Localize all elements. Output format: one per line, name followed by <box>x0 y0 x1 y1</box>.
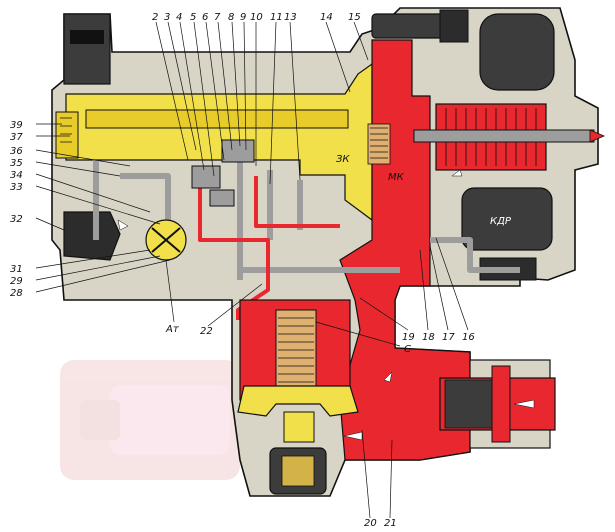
label-33: 33 <box>10 182 23 193</box>
leader-lines <box>35 21 469 519</box>
label-13: 13 <box>284 12 297 23</box>
tag-kdr: КДР <box>490 216 512 227</box>
label-39: 39 <box>10 120 23 131</box>
right-spring-assembly <box>413 103 606 171</box>
label-7: 7 <box>214 12 221 23</box>
lower-regulator <box>237 299 359 495</box>
yellow-stem <box>85 109 349 129</box>
label-5: 5 <box>190 12 196 23</box>
kdr-block <box>461 187 553 251</box>
label-17: 17 <box>442 332 455 343</box>
right-inlet-fitting <box>439 359 556 449</box>
label-31: 31 <box>10 264 23 275</box>
tag-mk: МК <box>388 172 405 183</box>
label-28: 28 <box>10 288 23 299</box>
label-3: 3 <box>164 12 170 23</box>
label-6: 6 <box>202 12 208 23</box>
label-15: 15 <box>348 12 361 23</box>
label-16: 16 <box>462 332 475 343</box>
yellow-left-cap <box>55 111 79 159</box>
label-10: 10 <box>250 12 263 23</box>
component-block-a <box>191 165 221 189</box>
label-34: 34 <box>10 170 23 181</box>
label-19: 19 <box>402 332 415 343</box>
label-at: Ат <box>165 324 180 335</box>
label-18: 18 <box>422 332 435 343</box>
internal-tags: ЗК МК КДР <box>336 154 512 227</box>
label-c: С <box>404 344 411 355</box>
label-8: 8 <box>228 12 234 23</box>
label-37: 37 <box>10 132 23 143</box>
left-labels: 39 37 36 35 34 33 32 31 29 28 <box>10 120 23 299</box>
label-21: 21 <box>384 518 397 529</box>
top-left-plug <box>63 13 111 85</box>
label-22: 22 <box>200 326 213 337</box>
label-29: 29 <box>10 276 23 287</box>
label-2: 2 <box>152 12 158 23</box>
label-4: 4 <box>176 12 182 23</box>
flow-arrows <box>117 169 535 441</box>
tag-zk: ЗК <box>336 154 350 165</box>
left-boss <box>63 211 121 261</box>
label-32: 32 <box>10 214 23 225</box>
label-14: 14 <box>320 12 333 23</box>
red-channels <box>198 176 340 320</box>
top-right-bolt <box>371 9 469 43</box>
label-35: 35 <box>10 158 23 169</box>
label-9: 9 <box>240 12 246 23</box>
label-11: 11 <box>270 12 283 23</box>
label-20: 20 <box>364 518 377 529</box>
at-disc <box>145 219 187 261</box>
bottom-labels: 20 21 22 С Ат <box>165 324 411 529</box>
top-right-cavity <box>479 13 555 91</box>
label-36: 36 <box>10 146 23 157</box>
top-labels: 2 3 4 5 6 7 8 9 10 11 13 14 15 <box>152 12 361 23</box>
mk-spring <box>367 123 391 165</box>
component-block-b <box>209 189 235 207</box>
right-bottom-labels: 19 18 17 16 <box>402 332 475 343</box>
component-block-c <box>221 139 255 163</box>
grey-channels <box>93 160 520 280</box>
faded-background-copy <box>60 360 240 480</box>
